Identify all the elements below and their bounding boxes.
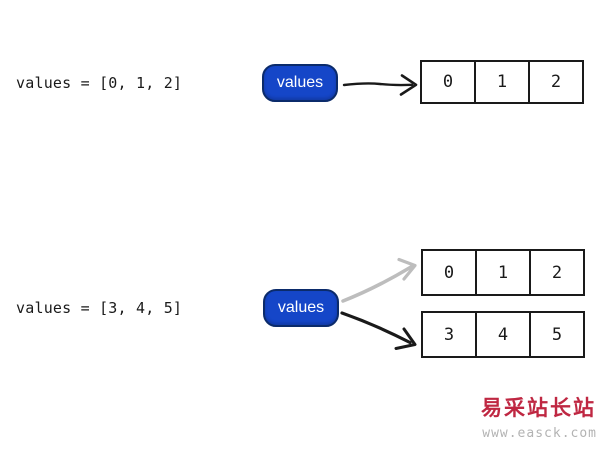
array-cell: 2 [528, 60, 584, 104]
code-line-step1: values = [0, 1, 2] [16, 74, 183, 92]
array-cell: 4 [475, 311, 531, 358]
arrow-step2-new-icon [340, 311, 417, 350]
array-cell: 3 [421, 311, 477, 358]
array-step2-old: 0 1 2 [421, 249, 585, 296]
array-cell: 5 [529, 311, 585, 358]
array-cell: 0 [420, 60, 476, 104]
watermark-title: 易采站长站 [481, 395, 596, 420]
array-step1: 0 1 2 [420, 60, 584, 104]
array-cell: 0 [421, 249, 477, 296]
array-cell: 1 [475, 249, 531, 296]
array-step2-new: 3 4 5 [421, 311, 585, 358]
array-cell: 2 [529, 249, 585, 296]
variable-label-step2: values [277, 299, 325, 316]
variable-label-step1: values [276, 74, 324, 91]
arrow-step1-icon [342, 74, 418, 96]
arrow-step2-old-icon [341, 257, 417, 303]
variable-box-step1: values [262, 64, 338, 102]
watermark-url: www.easck.com [482, 426, 597, 441]
variable-box-step2: values [263, 289, 339, 327]
array-cell: 1 [474, 60, 530, 104]
code-line-step2: values = [3, 4, 5] [16, 299, 183, 317]
